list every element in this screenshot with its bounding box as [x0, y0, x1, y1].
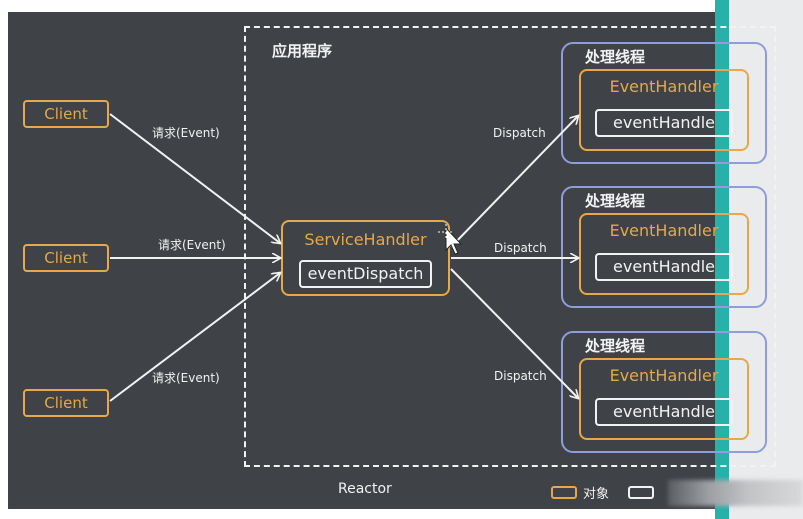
event-dispatch-method: eventDispatch [299, 260, 432, 288]
reactor-label: Reactor [338, 481, 392, 497]
client-edge-label-3: 请求(Event) [152, 371, 220, 385]
legend-object-swatch [551, 486, 577, 499]
dispatch-arrow-3 [450, 268, 578, 398]
client-node-3: Client [23, 389, 109, 417]
dispatch-arrow-1 [450, 116, 578, 248]
processing-thread-2: 处理线程 EventHandler eventHandle [561, 186, 767, 308]
dispatch-label-1: Dispatch [493, 126, 546, 140]
dispatch-label-3: Dispatch [494, 369, 547, 383]
thread-title: 处理线程 [585, 337, 646, 355]
service-handler-title: ServiceHandler [304, 230, 427, 249]
event-handle-method: eventHandle [595, 253, 733, 281]
client-arrow-3 [109, 273, 280, 402]
application-boundary [244, 26, 776, 467]
client-node-2: Client [23, 244, 109, 272]
client-node-1: Client [23, 100, 109, 128]
application-title: 应用程序 [272, 42, 333, 60]
event-handler-title: EventHandler [609, 366, 719, 385]
event-handle-method: eventHandle [595, 109, 733, 137]
dispatch-label-2: Dispatch [494, 241, 547, 255]
thread-title: 处理线程 [585, 48, 646, 66]
client-arrow-1 [109, 113, 280, 243]
legend-method-swatch [628, 486, 654, 499]
processing-thread-1: 处理线程 EventHandler eventHandle [561, 42, 767, 164]
event-handler-title: EventHandler [609, 77, 719, 96]
event-handler-node: EventHandler eventHandle [579, 213, 749, 295]
event-handler-title: EventHandler [609, 221, 719, 240]
event-handler-node: EventHandler eventHandle [579, 358, 749, 440]
legend-object-label: 对象 [583, 487, 610, 502]
service-handler-node: ServiceHandler eventDispatch [281, 220, 450, 296]
processing-thread-3: 处理线程 EventHandler eventHandle [561, 331, 767, 453]
event-handler-node: EventHandler eventHandle [579, 69, 749, 151]
slide-edge-strip [715, 0, 729, 519]
client-edge-label-1: 请求(Event) [152, 126, 220, 140]
event-handle-method: eventHandle [595, 398, 733, 426]
blurred-legend-area [668, 480, 803, 506]
thread-title: 处理线程 [585, 192, 646, 210]
cursor-icon [438, 224, 463, 255]
client-edge-label-2: 请求(Event) [158, 238, 226, 252]
